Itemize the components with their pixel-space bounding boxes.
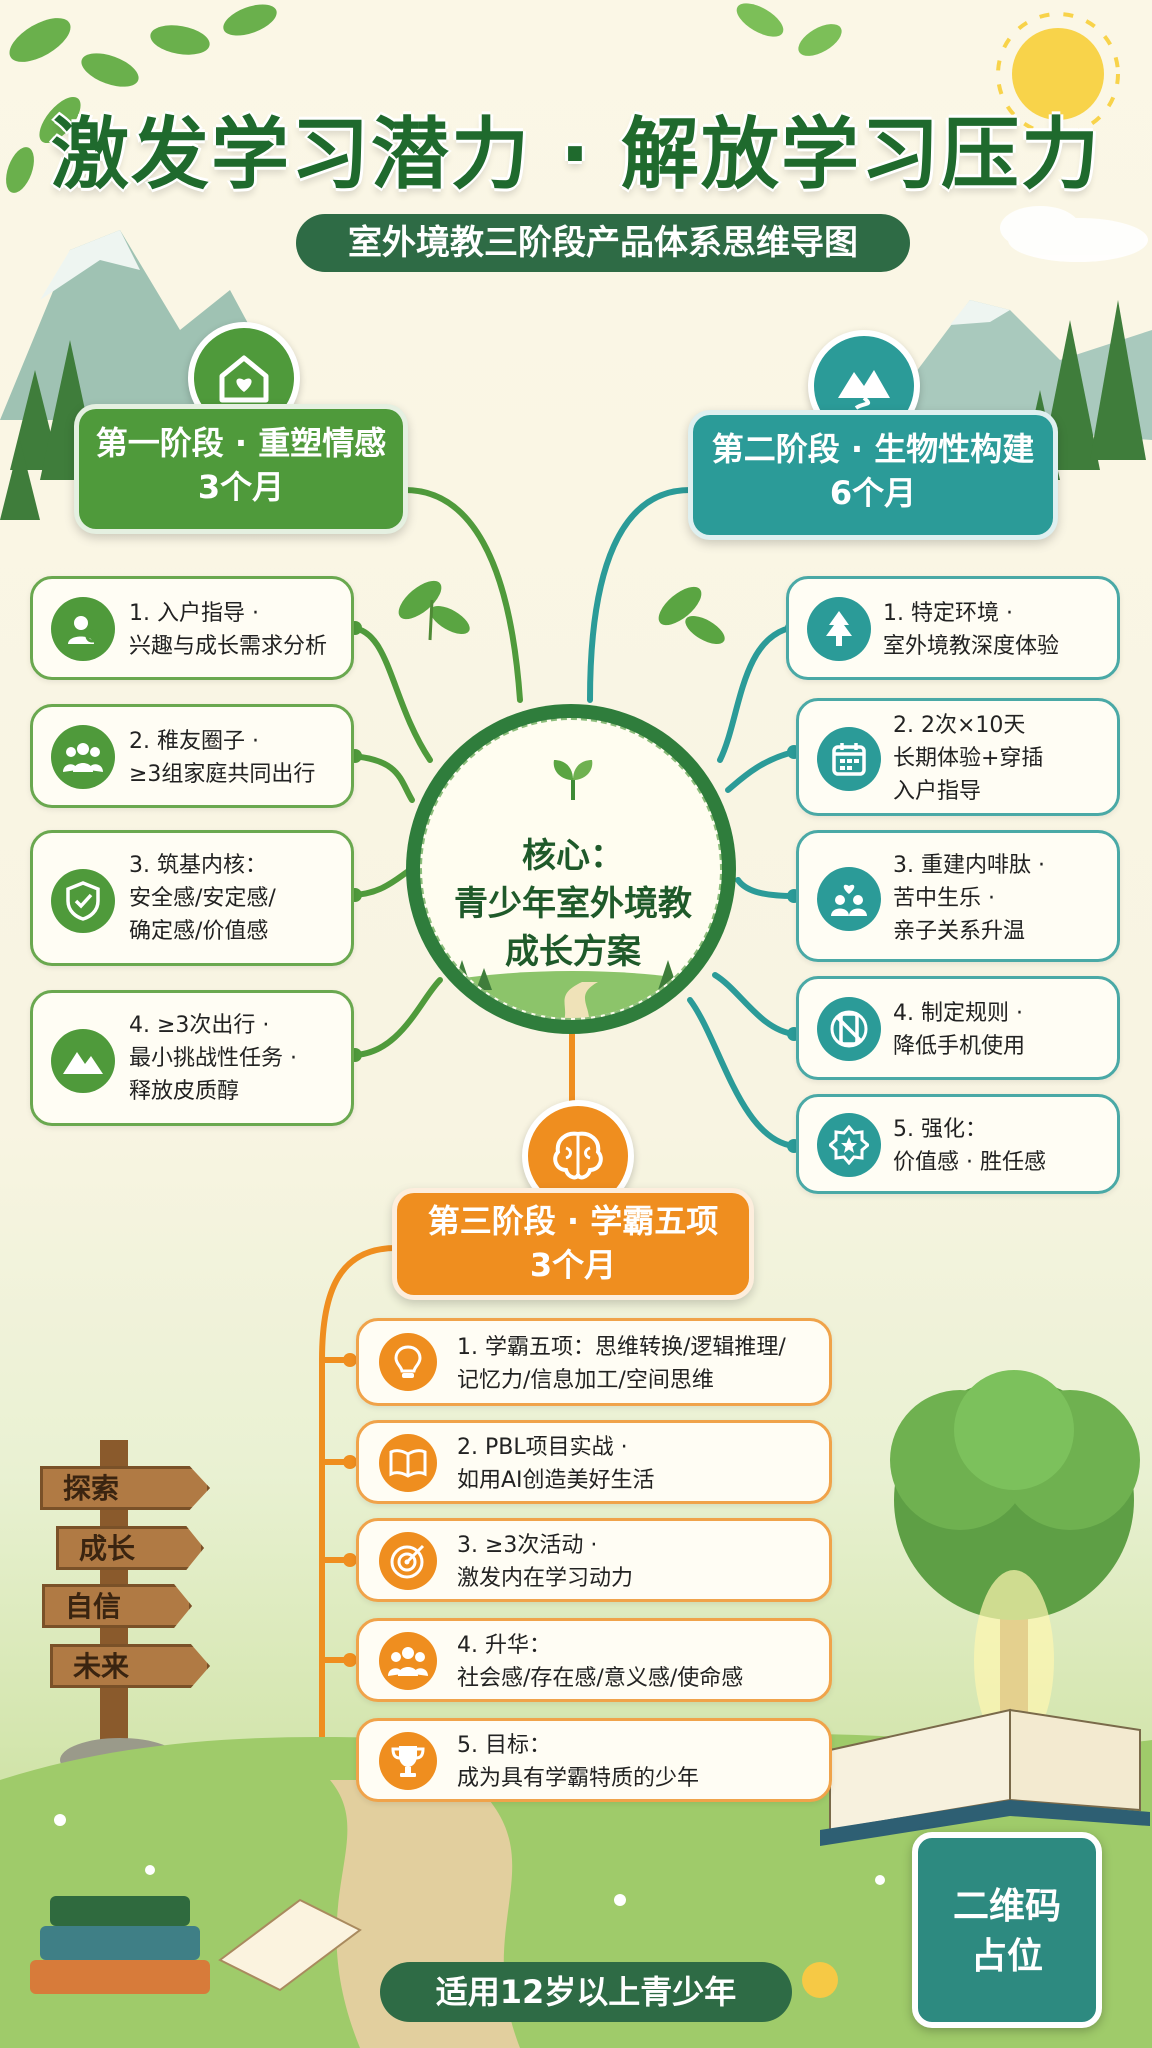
shield-check-icon [51, 869, 115, 933]
stage3-label: 第三阶段 · 学霸五项 3个月 [392, 1188, 754, 1300]
family-heart-icon [817, 867, 881, 931]
star-badge-icon [817, 1113, 881, 1177]
stage2-title: 第二阶段 · 生物性构建 [711, 430, 1035, 468]
leaves-top-left [6, 4, 277, 193]
stage3-item-5-text: 5. 目标： 成为具有学霸特质的少年 [457, 1733, 700, 1791]
signpost-board: 自信 [42, 1584, 192, 1628]
mountain-icon [51, 1029, 115, 1093]
stage1-item-3: 3. 筑基内核： 安全感/安定感/ 确定感/价值感 [30, 830, 354, 966]
qr-code-placeholder: 二维码 占位 [912, 1832, 1102, 2028]
stage1-item-4: 4. ≥3次出行 · 最小挑战性任务 · 释放皮质醇 [30, 990, 354, 1126]
stage3-item-3-text: 3. ≥3次活动 · 激发内在学习动力 [457, 1533, 634, 1591]
stage1-item-2-text: 2. 稚友圈子 · ≥3组家庭共同出行 [129, 729, 316, 787]
leaf-sprout-icon [398, 580, 470, 641]
qr-placeholder-text: 二维码 占位 [952, 1886, 1061, 1977]
stage3-item-5: 5. 目标： 成为具有学霸特质的少年 [356, 1718, 832, 1802]
stage2-item-2: 2. 2次×10天 长期体验+穿插 入户指导 [796, 698, 1120, 816]
stage2-item-4: 4. 制定规则 · 降低手机使用 [796, 976, 1120, 1080]
stage1-label: 第一阶段 · 重塑情感 3个月 [74, 404, 408, 534]
trophy-icon [379, 1732, 437, 1790]
lightbulb-icon [379, 1333, 437, 1391]
stage3-item-1: 1. 学霸五项：思维转换/逻辑推理/ 记忆力/信息加工/空间思维 [356, 1318, 832, 1406]
core-circle: 核心： 青少年室外境教 成长方案 [406, 704, 736, 1034]
stage2-item-3: 3. 重建内啡肽 · 苦中生乐 · 亲子关系升温 [796, 830, 1120, 962]
stage2-item-2-text: 2. 2次×10天 长期体验+穿插 入户指导 [893, 713, 1044, 804]
stage1-item-4-text: 4. ≥3次出行 · 最小挑战性任务 · 释放皮质醇 [129, 1013, 297, 1104]
stage2-item-1: 1. 特定环境 · 室外境教深度体验 [786, 576, 1120, 680]
leaves-top-right [736, 3, 842, 56]
open-book-large-icon [820, 1708, 1150, 1846]
stage3-title: 第三阶段 · 学霸五项 [427, 1202, 719, 1240]
stage2-item-4-text: 4. 制定规则 · 降低手机使用 [893, 1001, 1026, 1059]
footer-banner: 适用12岁以上青少年 [380, 1962, 792, 2022]
stack-of-books-icon [30, 1896, 362, 1994]
knowledge-tree-icon [890, 1370, 1140, 1750]
brain-icon [522, 1100, 634, 1212]
cloud-icon [1000, 206, 1148, 262]
stage2-duration: 6个月 [829, 474, 917, 512]
stage2-label: 第二阶段 · 生物性构建 6个月 [688, 410, 1058, 540]
stage1-item-1-text: 1. 入户指导 · 兴趣与成长需求分析 [129, 601, 328, 659]
target-icon [379, 1532, 437, 1590]
forest-landscape-icon [422, 960, 720, 1018]
person-search-icon [51, 597, 115, 661]
stage1-item-2: 2. 稚友圈子 · ≥3组家庭共同出行 [30, 704, 354, 808]
sun-icon [996, 12, 1120, 136]
stage2-item-5: 5. 强化： 价值感 · 胜任感 [796, 1094, 1120, 1194]
no-phone-icon [817, 997, 881, 1061]
leaf-sprout-icon [658, 586, 725, 644]
seedling-icon [553, 760, 593, 800]
signpost-board: 探索 [40, 1466, 210, 1510]
stage3-item-4: 4. 升华： 社会感/存在感/意义感/使命感 [356, 1618, 832, 1702]
group-icon [51, 725, 115, 789]
stage3-item-4-text: 4. 升华： 社会感/存在感/意义感/使命感 [457, 1633, 744, 1691]
stage3-item-2: 2. PBL项目实战 · 如用AI创造美好生活 [356, 1420, 832, 1504]
stage1-title: 第一阶段 · 重塑情感 [95, 424, 387, 462]
tree-icon [807, 597, 871, 661]
stage3-item-2-text: 2. PBL项目实战 · 如用AI创造美好生活 [457, 1435, 655, 1493]
calendar-icon [817, 727, 881, 791]
core-inner: 核心： 青少年室外境教 成长方案 [420, 718, 722, 1020]
signpost-board: 未来 [50, 1644, 210, 1688]
stage2-item-1-text: 1. 特定环境 · 室外境教深度体验 [883, 601, 1060, 659]
subtitle-banner: 室外境教三阶段产品体系思维导图 [296, 214, 910, 272]
stage1-item-1: 1. 入户指导 · 兴趣与成长需求分析 [30, 576, 354, 680]
team-icon [379, 1632, 437, 1690]
main-title: 激发学习潜力 · 解放学习压力 [51, 110, 1101, 200]
stage3-item-1-text: 1. 学霸五项：思维转换/逻辑推理/ 记忆力/信息加工/空间思维 [457, 1335, 786, 1393]
stage3-duration: 3个月 [529, 1246, 617, 1284]
stage1-duration: 3个月 [197, 468, 285, 506]
stage2-item-5-text: 5. 强化： 价值感 · 胜任感 [893, 1117, 1046, 1175]
core-text: 核心： 青少年室外境教 成长方案 [454, 836, 692, 972]
stage1-item-3-text: 3. 筑基内核： 安全感/安定感/ 确定感/价值感 [129, 853, 276, 944]
stage2-item-3-text: 3. 重建内啡肽 · 苦中生乐 · 亲子关系升温 [893, 853, 1045, 944]
stage3-item-3: 3. ≥3次活动 · 激发内在学习动力 [356, 1518, 832, 1602]
signpost-board: 成长 [56, 1526, 204, 1570]
open-book-icon [379, 1434, 437, 1492]
